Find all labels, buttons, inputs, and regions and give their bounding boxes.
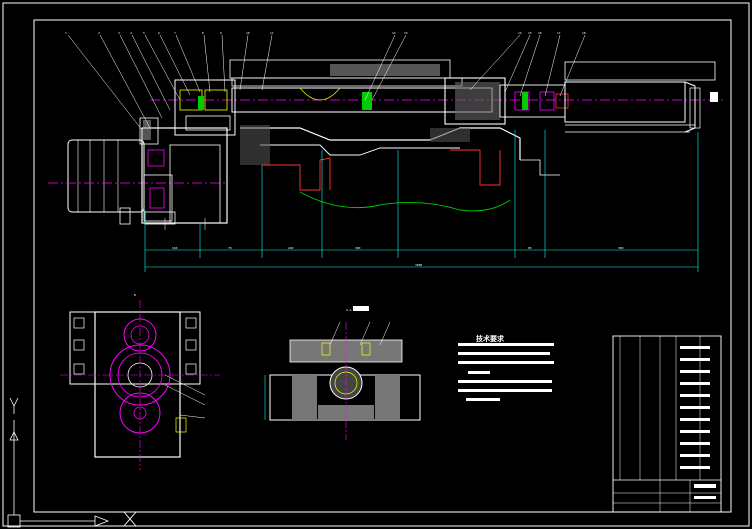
balloon-9: 9 [220, 31, 222, 35]
balloon-10: 10 [246, 31, 250, 35]
leader-lines [67, 34, 586, 230]
ucs-axis-icon [7, 397, 137, 528]
balloon-11: 11 [270, 31, 274, 35]
rail-profile [262, 149, 560, 212]
main-shaft [229, 59, 493, 113]
dim-seg-2: 240 [288, 246, 294, 250]
dim-overall: 3000 [415, 263, 422, 267]
balloon-16: 16 [538, 31, 542, 35]
nut-housing [444, 77, 569, 125]
tech-req-heading: 技术要求 [476, 334, 505, 343]
side-view-b: B [60, 293, 220, 470]
section-view-a-a: A-A [264, 306, 421, 440]
inner-frame [33, 19, 732, 513]
section-view-label: A-A [346, 308, 352, 312]
balloon-15: 15 [528, 31, 532, 35]
dim-seg-3: 300 [355, 246, 361, 250]
motor [67, 139, 145, 225]
support-bracket [240, 125, 521, 165]
balloon-14: 14 [518, 31, 522, 35]
balloon-6: 6 [158, 31, 160, 35]
dim-seg-5: 300 [618, 246, 624, 250]
balloon-17: 17 [557, 31, 561, 35]
balloon-5: 5 [143, 31, 145, 35]
technical-requirements: 技术要求 [458, 334, 554, 401]
balloon-7: 7 [174, 31, 176, 35]
title-block [612, 335, 722, 513]
main-assembly-view: 160 70 240 300 85 300 3000 [48, 34, 725, 272]
balloon-18: 18 [582, 31, 586, 35]
dim-seg-0: 160 [172, 246, 178, 250]
balloon-1: 1 [65, 31, 67, 35]
side-view-label: B [134, 293, 136, 297]
dim-seg-1: 70 [228, 246, 232, 250]
balloon-4: 4 [130, 31, 132, 35]
dim-seg-4: 85 [528, 246, 532, 250]
outer-tube [564, 61, 718, 133]
balloon-13: 13 [404, 31, 408, 35]
dimension-extension-lines [144, 130, 699, 272]
balloon-labels: 1 2 3 4 5 6 7 8 9 10 11 12 13 14 15 16 1… [65, 31, 586, 35]
balloon-8: 8 [202, 31, 204, 35]
gearbox-housing [139, 117, 228, 225]
balloon-3: 3 [118, 31, 120, 35]
front-bearing-block [174, 79, 236, 136]
balloon-2: 2 [98, 31, 100, 35]
balloon-12: 12 [392, 31, 396, 35]
